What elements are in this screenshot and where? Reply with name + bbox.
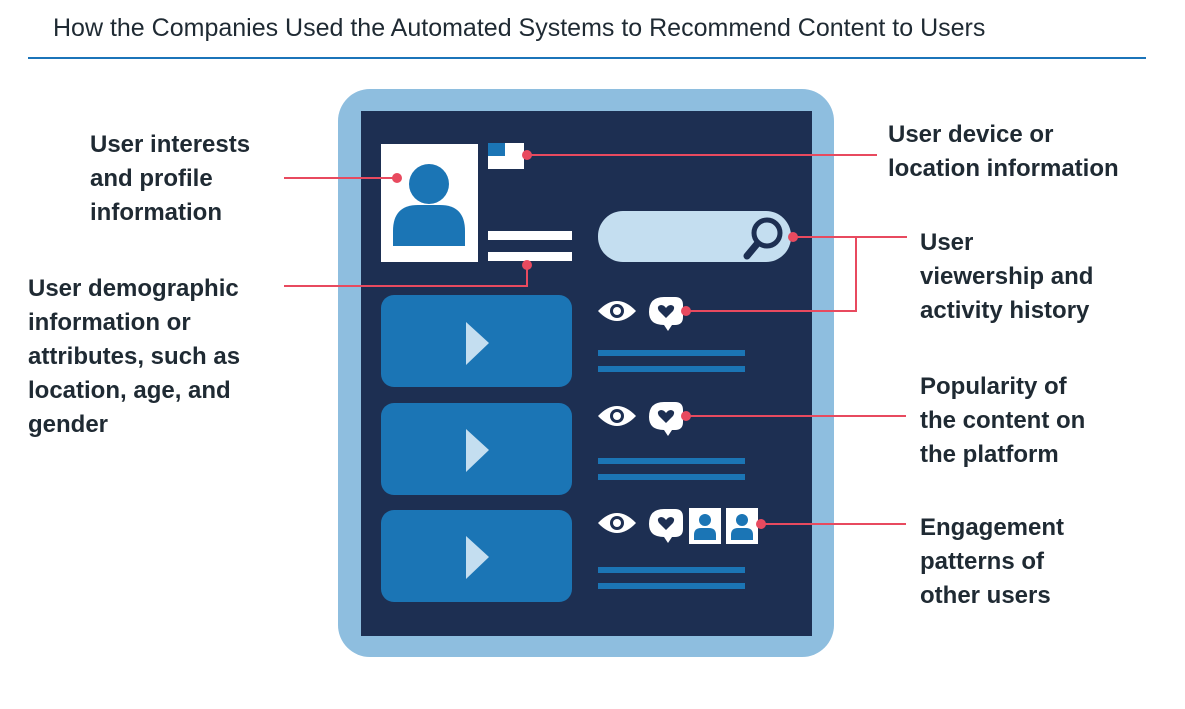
search-icon[interactable] [743, 217, 783, 260]
callout-dots [392, 150, 798, 529]
play-icon [466, 429, 489, 472]
label-user-interests: User interests and profile information [90, 128, 250, 230]
search-bar[interactable] [598, 211, 791, 262]
title-line [598, 458, 745, 464]
video-card-3[interactable] [381, 510, 572, 602]
title-line [598, 350, 745, 356]
label-line: User device or [888, 121, 1054, 148]
label-popularity: Popularity of the content on the platfor… [920, 370, 1085, 472]
play-icon [466, 322, 489, 365]
label-line: information [90, 199, 222, 226]
label-line: User [920, 229, 974, 256]
label-viewership: User viewership and activity history [920, 226, 1093, 328]
eye-icon [598, 406, 636, 426]
label-line: viewership and [920, 263, 1094, 290]
title-line [598, 366, 745, 372]
user-icon [726, 508, 758, 544]
heart-bubble-icon [649, 297, 683, 331]
label-line: User demographic [28, 275, 239, 302]
page-title: How the Companies Used the Automated Sys… [53, 14, 986, 42]
callout-connectors [284, 154, 907, 525]
user-avatar-icon [393, 164, 465, 246]
label-line: information or [28, 309, 191, 336]
user-icon [689, 508, 721, 544]
video-card-2[interactable] [381, 403, 572, 495]
label-line: attributes, such as [28, 343, 241, 370]
title-line [598, 474, 745, 480]
video-card-1[interactable] [381, 295, 572, 387]
label-line: the content on [920, 407, 1086, 434]
label-line: gender [28, 411, 109, 438]
label-line: User interests [90, 131, 251, 158]
title-divider [28, 57, 1146, 59]
label-line: Popularity of [920, 373, 1067, 400]
label-line: location information [888, 155, 1119, 182]
label-line: and profile [90, 165, 213, 192]
label-engagement: Engagement patterns of other users [920, 511, 1064, 613]
flag-icon [488, 143, 524, 169]
label-line: other users [920, 582, 1051, 609]
heart-bubble-icon [649, 402, 683, 436]
demographic-line-1 [488, 231, 572, 240]
eye-icon [598, 513, 636, 533]
label-device-location: User device or location information [888, 118, 1119, 186]
label-demographic: User demographic information or attribut… [28, 272, 240, 442]
demographic-line-2 [488, 252, 572, 261]
label-line: activity history [920, 297, 1090, 324]
heart-bubble-icon [649, 509, 683, 543]
play-icon [466, 536, 489, 579]
title-line [598, 583, 745, 589]
label-line: patterns of [920, 548, 1045, 575]
label-line: the platform [920, 441, 1059, 468]
label-line: Engagement [920, 514, 1065, 541]
label-line: location, age, and [28, 377, 231, 404]
eye-icon [598, 301, 636, 321]
title-line [598, 567, 745, 573]
